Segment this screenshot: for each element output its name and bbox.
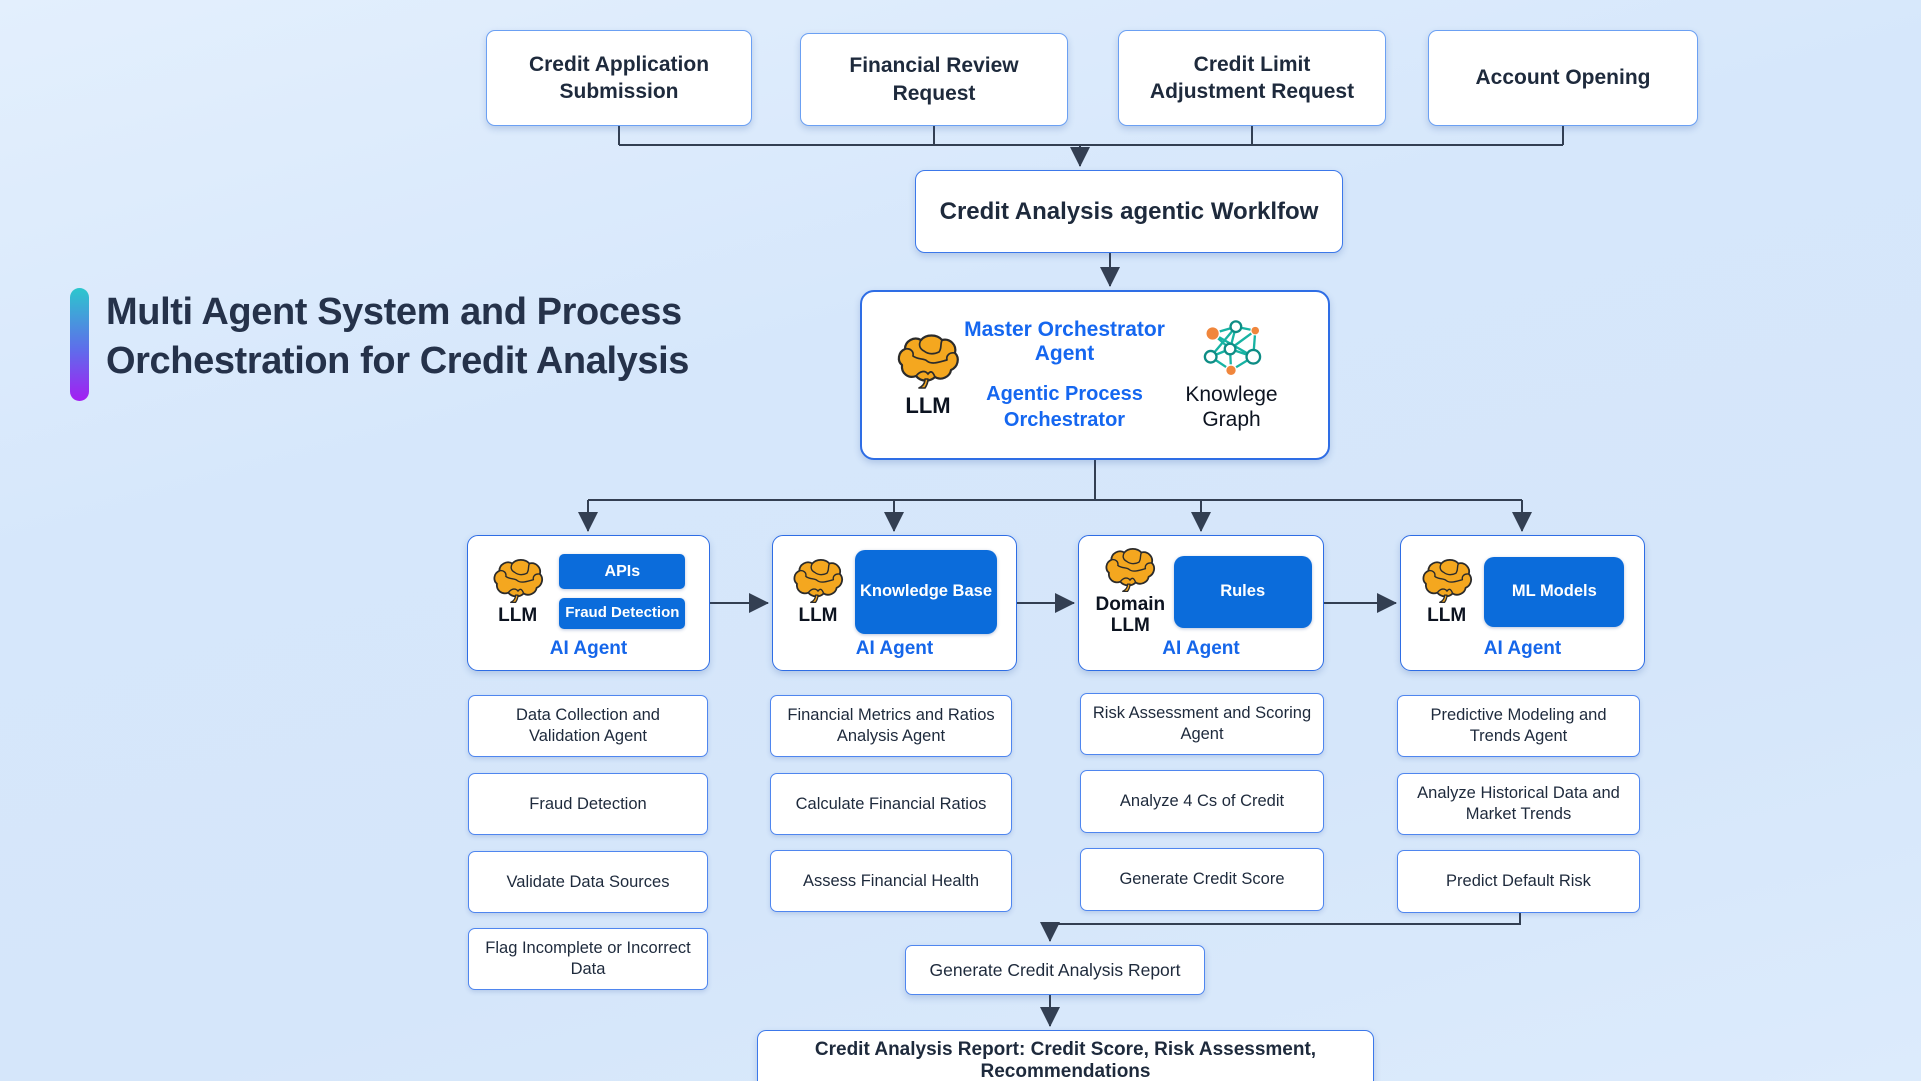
orchestrator-llm: LLM (896, 332, 960, 418)
task-generate-credit-score: Generate Credit Score (1080, 848, 1324, 911)
task-data-collection-agent: Data Collection and Validation Agent (468, 695, 708, 757)
tool-rules: Rules (1173, 555, 1312, 628)
agent-node-risk-assessment: Domain LLM Rules AI Agent (1078, 535, 1324, 671)
tool-ml-models: ML Models (1484, 556, 1625, 627)
task-assess-financial-health: Assess Financial Health (770, 850, 1012, 912)
entry-node-financial-review: Financial Review Request (800, 33, 1068, 126)
task-fraud-detection: Fraud Detection (468, 773, 708, 835)
brain-icon (1105, 548, 1156, 593)
agent-node-data-collection: LLM APIs Fraud Detection AI Agent (467, 535, 710, 671)
orchestrator-node: LLM Master Orchestrator Agent Agentic Pr… (860, 290, 1330, 460)
orchestrator-knowledge-graph: Knowlege Graph (1169, 318, 1294, 432)
task-flag-incomplete-data: Flag Incomplete or Incorrect Data (468, 928, 708, 990)
task-analyze-historical-data: Analyze Historical Data and Market Trend… (1397, 773, 1640, 835)
agent-node-predictive-modeling: LLM ML Models AI Agent (1400, 535, 1645, 671)
task-financial-metrics-agent: Financial Metrics and Ratios Analysis Ag… (770, 695, 1012, 757)
brain-icon (493, 558, 543, 603)
entry-node-credit-application: Credit Application Submission (486, 30, 752, 126)
title-accent-bar (70, 288, 89, 401)
orchestrator-title: Master Orchestrator Agent (964, 317, 1165, 365)
task-analyze-4cs: Analyze 4 Cs of Credit (1080, 770, 1324, 833)
agent2-llm: LLM (792, 557, 844, 627)
brain-icon (1422, 558, 1472, 603)
entry-node-credit-limit: Credit Limit Adjustment Request (1118, 30, 1386, 126)
page-title-text: Multi Agent System and Process Orchestra… (106, 291, 689, 382)
entry-node-account-opening: Account Opening (1428, 30, 1698, 126)
task-validate-data-sources: Validate Data Sources (468, 851, 708, 913)
agent4-label: AI Agent (1483, 638, 1562, 659)
task-predict-default-risk: Predict Default Risk (1397, 850, 1640, 913)
brain-icon (793, 558, 844, 603)
agent3-label: AI Agent (1162, 638, 1240, 659)
agent4-llm-label: LLM (1427, 604, 1467, 626)
agent2-llm-label: LLM (798, 604, 838, 626)
agent1-llm: LLM (492, 557, 544, 627)
agent2-label: AI Agent (855, 638, 934, 659)
agent-node-financial-metrics: LLM Knowledge Base AI Agent (772, 535, 1017, 671)
generate-report-node: Generate Credit Analysis Report (905, 945, 1205, 995)
tool-knowledge-base: Knowledge Base (855, 549, 997, 634)
orchestrator-labels: Master Orchestrator Agent Agentic Proces… (960, 318, 1169, 433)
agent3-llm: Domain LLM (1090, 546, 1170, 637)
agent1-llm-label: LLM (498, 604, 538, 626)
agent1-label: AI Agent (549, 638, 628, 659)
tool-apis: APIs (559, 554, 686, 589)
agent3-llm-label: Domain LLM (1095, 594, 1166, 636)
orchestrator-subtitle: Agentic Process Orchestrator (986, 382, 1143, 431)
task-risk-assessment-agent: Risk Assessment and Scoring Agent (1080, 693, 1324, 755)
tool-fraud-detection: Fraud Detection (559, 598, 686, 629)
agent4-llm: LLM (1421, 557, 1473, 627)
task-predictive-modeling-agent: Predictive Modeling and Trends Agent (1397, 695, 1640, 757)
knowledge-graph-label: Knowlege Graph (1185, 382, 1278, 431)
final-report-node: Credit Analysis Report: Credit Score, Ri… (757, 1030, 1374, 1081)
knowledge-graph-icon (1203, 320, 1261, 377)
orchestrator-llm-label: LLM (905, 392, 951, 418)
workflow-node: Credit Analysis agentic Worklfow (915, 170, 1343, 253)
page-title: Multi Agent System and Process Orchestra… (70, 288, 796, 401)
task-calculate-ratios: Calculate Financial Ratios (770, 773, 1012, 835)
brain-icon (897, 334, 959, 389)
